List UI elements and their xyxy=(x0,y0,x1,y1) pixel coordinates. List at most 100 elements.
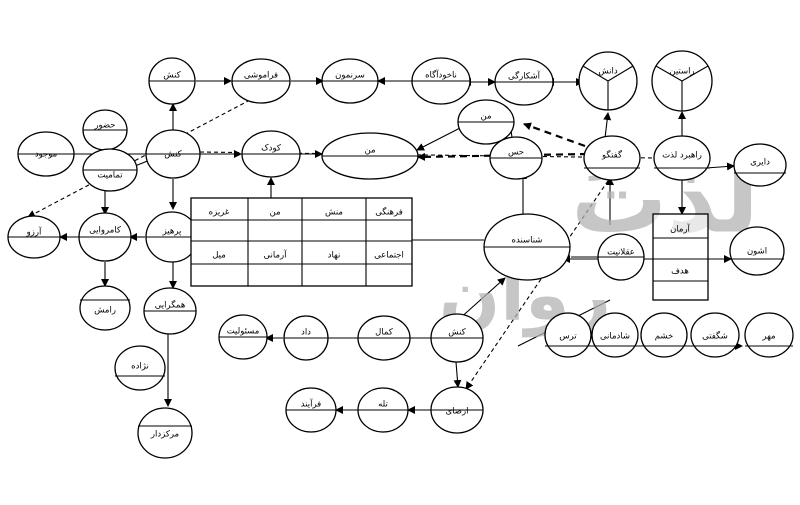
node-rastin: راستین xyxy=(651,50,713,112)
label-mehr: مهر xyxy=(761,332,775,342)
label-nejadeh: نژاده xyxy=(131,362,149,372)
node-nakhodagah: ناخودآگاه xyxy=(411,57,471,105)
label-arzaei: ارضای xyxy=(446,407,469,417)
label-parhiz: پرهیز xyxy=(162,227,182,237)
label-dad: داد xyxy=(301,328,311,338)
label-markazdar: مرکزدار xyxy=(150,430,179,440)
node-tars: ترس xyxy=(544,312,592,358)
label-sarnemoon: سرنمون xyxy=(335,71,365,81)
label-konesh-top: کنش xyxy=(163,71,181,81)
edge-konesh-low-arzaei xyxy=(453,361,462,388)
node-ashkaregi: آشکارگی xyxy=(494,58,554,106)
edge-rahbord-dayeri xyxy=(705,162,735,171)
label-farayand: فرآیند xyxy=(301,398,322,410)
node-shegefti: شگفتی xyxy=(690,312,740,358)
label-rastin: راستین xyxy=(669,67,694,77)
node-mehr: مهر xyxy=(744,312,794,358)
label-arezou: آرزو xyxy=(26,226,42,238)
grid-cell-r2c3: آرمانی xyxy=(263,249,287,261)
node-ashoun: اشون xyxy=(729,226,785,276)
node-masouliyat: مسئولیت xyxy=(218,314,268,360)
node-parhiz: پرهیز xyxy=(145,211,199,263)
edges xyxy=(27,77,743,414)
grid-cell-r1c4: غریزه xyxy=(209,208,230,218)
node-dad: داد xyxy=(283,315,329,361)
label-ashoun: اشون xyxy=(747,247,767,257)
label-masouliyat: مسئولیت xyxy=(227,327,260,337)
edge-goftegou-danesh xyxy=(603,112,612,139)
label-kamravaei: کامروایی xyxy=(89,226,122,236)
side-box: آرمان هدف xyxy=(652,213,709,301)
label-aghlaniyat: عقلانیت xyxy=(607,248,635,258)
label-shegefti: شگفتی xyxy=(702,331,728,342)
node-tele: تله xyxy=(357,387,409,433)
node-kamal: کمال xyxy=(357,315,411,361)
label-shenasandeh: شناسنده xyxy=(512,236,543,246)
label-tamamiyat: تمامیت xyxy=(97,171,123,181)
label-khashm: خشم xyxy=(655,332,674,342)
label-koudak: کودک xyxy=(261,144,282,154)
node-khashm: خشم xyxy=(640,312,688,358)
node-shenasandeh: شناسنده xyxy=(483,213,571,281)
node-markazdar: مرکزدار xyxy=(137,407,193,459)
grid-cell-r2c1: اجتماعی xyxy=(374,251,404,261)
label-faramoushi: فراموشی xyxy=(244,71,278,81)
node-dayeri: دایری xyxy=(733,143,787,187)
label-kamal: کمال xyxy=(375,328,394,338)
side-box-r2: هدف xyxy=(671,267,689,277)
node-goftegou: گفتگو xyxy=(583,135,641,181)
label-hess: حس xyxy=(508,148,524,158)
label-ramesh: رامش xyxy=(94,306,116,316)
label-danesh: دانش xyxy=(598,67,618,77)
label-konesh-mid: کنش xyxy=(164,150,182,160)
node-tamamiyat: تمامیت xyxy=(82,148,138,192)
node-koudak: کودک xyxy=(241,130,301,178)
edge-dashed-goftegou-arzaei xyxy=(465,174,613,390)
node-danesh: دانش xyxy=(578,51,638,111)
label-konesh-low: کنش xyxy=(448,328,466,338)
node-nejadeh: نژاده xyxy=(114,345,166,391)
label-ashkaregi: آشکارگی xyxy=(508,70,541,82)
label-goftegou: گفتگو xyxy=(601,150,623,161)
label-rahbord-lazzat: راهبرد لذت xyxy=(662,151,702,161)
node-hozour: حضور xyxy=(82,109,128,151)
label-mojoud: موجود xyxy=(35,150,57,160)
edge-man-small-man-main xyxy=(416,126,463,151)
label-tele: تله xyxy=(378,400,388,410)
label-tars: ترس xyxy=(559,332,577,342)
node-konesh-top: کنش xyxy=(148,57,196,105)
node-shadmani: شادمانی xyxy=(591,312,639,358)
node-hamgeraei: همگرایی xyxy=(143,287,197,335)
grid-cell-r2c4: میل xyxy=(212,251,226,261)
grid-cell-r1c3: من xyxy=(269,208,280,218)
node-hess: حس xyxy=(489,136,543,180)
side-box-r1: آرمان xyxy=(670,223,690,235)
grid-cell-r1c2: منش xyxy=(325,208,343,218)
node-man-main: من xyxy=(321,132,419,180)
node-mojoud: موجود xyxy=(17,131,75,177)
node-sarnemoon: سرنمون xyxy=(321,58,379,104)
node-man-small: من xyxy=(457,99,515,145)
label-shadmani: شادمانی xyxy=(600,332,630,342)
node-kamravaei: کامروایی xyxy=(78,212,132,262)
label-man-small: من xyxy=(480,112,491,122)
node-ramesh: رامش xyxy=(79,285,131,331)
node-arzaei: ارضای xyxy=(430,386,484,434)
label-nakhodagah: ناخودآگاه xyxy=(425,69,457,81)
node-konesh-mid: کنش xyxy=(145,129,201,179)
node-farayand: فرآیند xyxy=(285,387,337,433)
node-rahbord-lazzat: راهبرد لذت xyxy=(653,135,711,181)
grid-cell-r2c2: نهاد xyxy=(328,251,341,261)
edge-dashed-konesh-rahbord xyxy=(199,151,656,159)
node-faramoushi: فراموشی xyxy=(231,58,291,104)
concept-grid: فرهنگی منش من غریزه اجتماعی نهاد آرمانی … xyxy=(190,197,413,287)
node-arezou: آرزو xyxy=(7,215,61,259)
edge-konesh-low-shenasandeh xyxy=(457,277,506,321)
label-dayeri: دایری xyxy=(750,158,770,168)
label-hozour: حضور xyxy=(93,121,115,131)
label-man-main: من xyxy=(364,146,375,156)
grid-cell-r1c1: فرهنگی xyxy=(375,207,403,218)
edge-bold-goftegou-man-small xyxy=(523,122,586,148)
label-hamgeraei: همگرایی xyxy=(155,300,186,311)
